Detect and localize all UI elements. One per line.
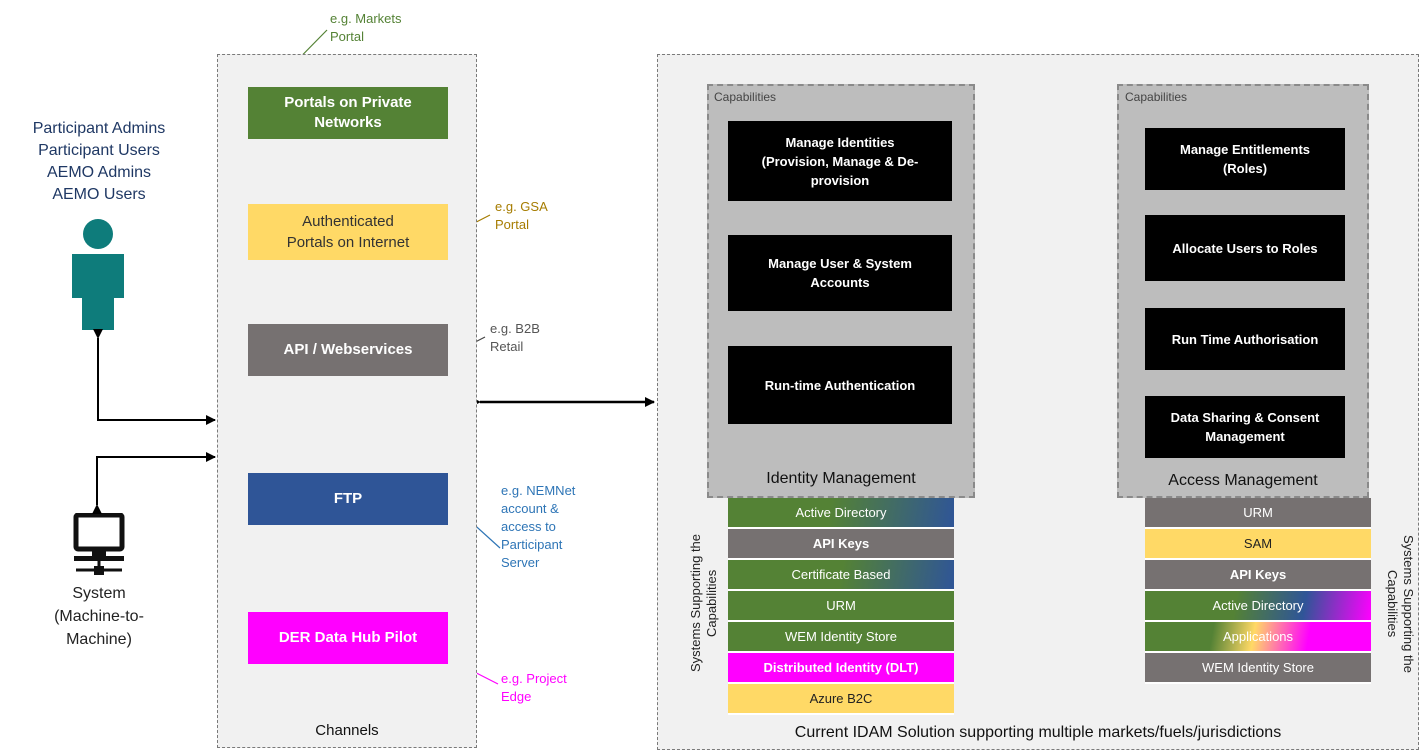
cap-line: Manage Identities [785, 134, 895, 150]
channel-label-line: Networks [314, 114, 382, 131]
note-b2b-retail: e.g. B2B Retail [490, 320, 540, 356]
system-azure-b2c: Azure B2C [728, 684, 954, 715]
note-line: Portal [330, 29, 364, 44]
system-active-directory: Active Directory [728, 498, 954, 529]
cap-line: Run Time Authorisation [1171, 331, 1319, 347]
identity-management-title: Identity Management [766, 470, 916, 487]
note-line: e.g. B2B [490, 321, 540, 336]
role-participant-users: Participant Users [38, 142, 160, 159]
channel-ftp[interactable]: FTP [248, 473, 448, 525]
channel-label-line: FTP [333, 490, 363, 507]
channel-label-line: DER Data Hub Pilot [278, 629, 418, 646]
identity-systems-list: Active Directory API Keys Certificate Ba… [728, 498, 954, 715]
note-line: Portal [495, 217, 529, 232]
note-line: Retail [490, 339, 524, 354]
note-gsa-portal: e.g. GSA Portal [495, 198, 548, 234]
system-label: System (Machine-to- Machine) [8, 582, 190, 651]
system-applications: Applications [1145, 622, 1371, 653]
cap-line: (Provision, Manage & De- [761, 153, 919, 169]
cap-line: provision [810, 172, 870, 188]
identity-capabilities-label: Capabilities [714, 90, 777, 104]
system-api-keys: API Keys [728, 529, 954, 560]
note-line: e.g. Markets [330, 11, 402, 26]
system-urm: URM [728, 591, 954, 622]
note-nemnet: e.g. NEMNet account & access to Particip… [501, 482, 575, 572]
systems-label-line: Capabilities [704, 569, 719, 637]
channel-label-line: Portals on Private [284, 94, 412, 111]
systems-label-line: Capabilities [1385, 570, 1400, 638]
cap-line: (Roles) [1222, 161, 1268, 176]
access-systems-list: URM SAM API Keys Active Directory Applic… [1145, 498, 1371, 684]
person-icon [72, 219, 124, 330]
cap-runtime-authentication[interactable]: Run-time Authentication [728, 346, 952, 424]
note-line: e.g. NEMNet [501, 483, 576, 498]
system-sam: SAM [1145, 529, 1371, 560]
channel-label-line: API / Webservices [283, 341, 413, 358]
channel-api-webservices[interactable]: API / Webservices [248, 324, 448, 376]
system-api-keys: API Keys [1145, 560, 1371, 591]
cap-line: Manage User & System [768, 256, 912, 271]
cap-line: Management [1205, 429, 1285, 444]
note-line: Server [501, 555, 540, 570]
system-label-line: System [72, 585, 126, 602]
computer-icon [73, 513, 125, 575]
system-certificate-based: Certificate Based [728, 560, 954, 591]
idam-title: Current IDAM Solution supporting multipl… [794, 724, 1282, 741]
system-label-line: (Machine-to- [54, 608, 144, 625]
system-label-line: Machine) [66, 631, 132, 648]
user-roles: Participant Admins Participant Users AEM… [8, 118, 190, 206]
note-line: access to [501, 519, 556, 534]
access-capabilities-label: Capabilities [1125, 90, 1188, 104]
note-line: Participant [501, 537, 563, 552]
channel-label-line: Portals on Internet [286, 234, 410, 251]
system-urm: URM [1145, 498, 1371, 529]
note-line: e.g. GSA [495, 199, 548, 214]
cap-line: Run-time Authentication [764, 377, 916, 393]
cap-line: Data Sharing & Consent [1170, 410, 1320, 425]
access-management-title: Access Management [1168, 472, 1318, 489]
cap-manage-entitlements[interactable]: Manage Entitlements (Roles) [1145, 128, 1345, 190]
system-wem-identity-store: WEM Identity Store [1145, 653, 1371, 684]
channels-title: Channels [315, 721, 379, 739]
channel-label-line: Authenticated [302, 213, 394, 230]
cap-manage-identities[interactable]: Manage Identities (Provision, Manage & De… [728, 121, 952, 201]
role-aemo-users: AEMO Users [52, 186, 146, 203]
systems-label-line: Systems Supporting the [1401, 534, 1416, 674]
cap-line: Accounts [810, 275, 870, 290]
channel-der-data-hub[interactable]: DER Data Hub Pilot [248, 612, 448, 664]
systems-label-line: Systems Supporting the [688, 533, 703, 673]
cap-line: Manage Entitlements [1179, 142, 1311, 157]
system-wem-identity-store: WEM Identity Store [728, 622, 954, 653]
cap-run-time-authorisation[interactable]: Run Time Authorisation [1145, 308, 1345, 370]
note-line: account & [501, 501, 559, 516]
cap-line: Allocate Users to Roles [1172, 240, 1318, 256]
system-active-directory: Active Directory [1145, 591, 1371, 622]
note-line: e.g. Project [501, 671, 567, 686]
role-aemo-admins: AEMO Admins [46, 164, 152, 181]
system-distributed-identity: Distributed Identity (DLT) [728, 653, 954, 684]
note-line: Edge [501, 689, 532, 704]
role-participant-admins: Participant Admins [32, 120, 166, 137]
cap-allocate-users[interactable]: Allocate Users to Roles [1145, 215, 1345, 281]
